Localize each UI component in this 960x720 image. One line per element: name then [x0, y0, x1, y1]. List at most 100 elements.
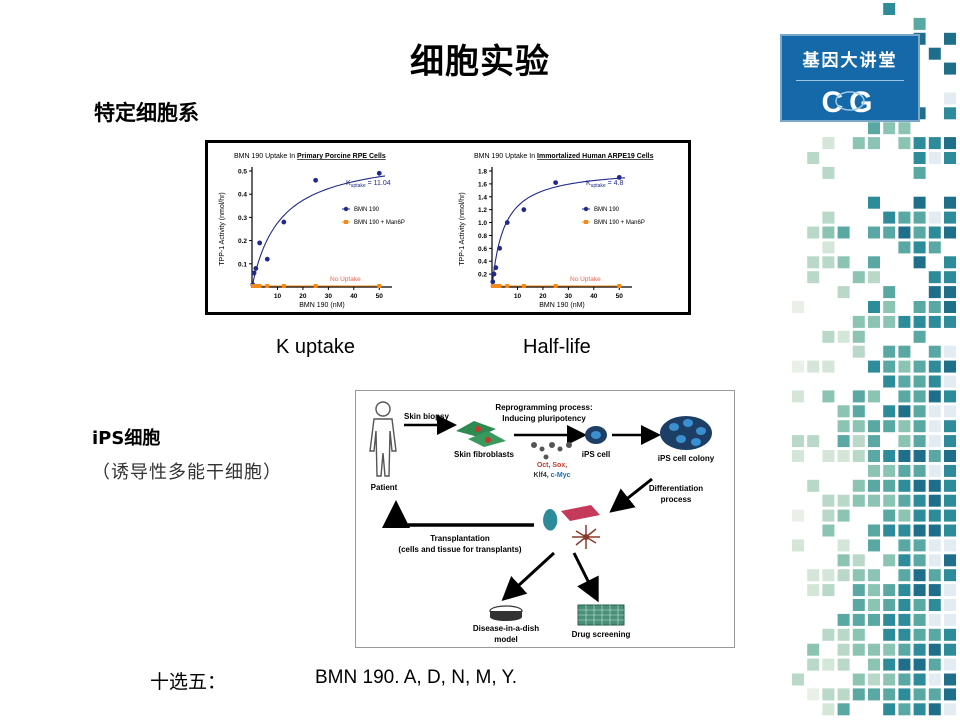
mosaic-square — [868, 464, 880, 477]
mosaic-square — [837, 703, 850, 716]
mosaic-square — [807, 479, 820, 492]
logo-mark-icon: CG — [822, 86, 873, 119]
mosaic-square — [898, 435, 911, 448]
mosaic-square — [913, 628, 926, 641]
chart-y-tick-label: 0.2 — [478, 272, 487, 279]
mosaic-square — [928, 599, 941, 611]
mosaic-square — [928, 539, 941, 552]
chart-no-uptake-label: No Uptake — [570, 276, 601, 283]
mosaic-square — [883, 286, 896, 299]
mosaic-square — [852, 599, 865, 611]
mosaic-square — [822, 584, 835, 597]
chart-y-tick-label: 0.1 — [238, 261, 247, 268]
diagram-reprogramming-line1: Reprogramming process: — [495, 403, 592, 412]
chart-x-tick-label: 10 — [514, 293, 522, 300]
mosaic-square — [928, 688, 941, 701]
slide-title: 细胞实验 — [410, 42, 550, 82]
mosaic-square — [928, 494, 941, 507]
chart-x-tick-label: 30 — [565, 293, 573, 300]
chart-y-tick-label: 0.6 — [478, 246, 487, 253]
mosaic-square — [898, 494, 911, 507]
mosaic-square — [792, 360, 804, 373]
mosaic-square — [868, 613, 880, 626]
mosaic-square — [913, 166, 926, 179]
mosaic-square — [898, 360, 911, 373]
mosaic-square — [898, 688, 911, 701]
mosaic-square — [944, 345, 956, 358]
reprogramming-factors-icon — [531, 442, 572, 460]
diagram-reprogramming-line2: Inducing pluripotency — [502, 414, 586, 423]
mosaic-square — [944, 301, 956, 313]
mosaic-square — [868, 360, 880, 373]
mosaic-square — [928, 464, 941, 477]
mosaic-square — [928, 286, 941, 299]
mosaic-square — [913, 405, 926, 418]
mosaic-square — [868, 450, 880, 462]
mosaic-square — [898, 211, 911, 224]
mosaic-square — [822, 524, 835, 537]
mosaic-square — [913, 420, 926, 433]
chart-y-tick-label: 0.3 — [238, 215, 247, 222]
mosaic-square — [913, 494, 926, 507]
chart-point-bmn190 — [497, 245, 503, 251]
mosaic-square — [852, 315, 865, 328]
mosaic-square — [883, 345, 896, 358]
mosaic-square — [913, 539, 926, 552]
mosaic-square — [883, 122, 896, 135]
mosaic-square — [944, 211, 956, 224]
mosaic-square — [913, 673, 926, 686]
mosaic-square — [837, 688, 850, 701]
mosaic-square — [928, 226, 941, 239]
chart-point-bmn190 — [253, 266, 259, 271]
diagram-patient-label: Patient — [371, 483, 398, 492]
mosaic-square — [928, 241, 941, 254]
mosaic-square — [928, 584, 941, 597]
mosaic-square — [807, 658, 820, 671]
mosaic-square — [852, 554, 865, 567]
chart-title-prefix: BMN 190 Uptake In — [234, 153, 297, 160]
chart-y-tick-label: 1.2 — [478, 207, 487, 214]
diagram-differentiation-line2: process — [661, 495, 692, 504]
mosaic-square — [944, 599, 956, 611]
mosaic-square — [928, 613, 941, 626]
mosaic-square — [944, 62, 956, 75]
mosaic-square — [928, 47, 941, 60]
mosaic-square — [837, 286, 850, 299]
mosaic-square — [898, 539, 911, 552]
mosaic-square — [868, 315, 880, 328]
mosaic-square — [883, 420, 896, 433]
mosaic-square — [928, 479, 941, 492]
mosaic-square — [944, 420, 956, 433]
ips-cell-icon — [585, 426, 607, 444]
chart-y-axis-label: TPP-1 Activity (nmol/hr) — [219, 192, 226, 266]
chart-title-emphasis: Primary Porcine RPE Cells — [297, 153, 386, 160]
mosaic-square — [944, 569, 956, 582]
mosaic-square — [913, 435, 926, 448]
mosaic-square — [852, 688, 865, 701]
mosaic-square — [928, 315, 941, 328]
diagram-factor-klf4: Klf4, — [534, 472, 551, 479]
mosaic-square — [928, 211, 941, 224]
chart-point-man6p — [377, 284, 382, 288]
mosaic-square — [913, 315, 926, 328]
mosaic-square — [822, 256, 835, 269]
chart-x-tick-label: 40 — [350, 293, 358, 300]
mosaic-square — [822, 569, 835, 582]
mosaic-square — [883, 3, 896, 15]
chart-no-uptake-label: No Uptake — [330, 276, 361, 283]
diagram-skin-fibroblasts-label: Skin fibroblasts — [454, 450, 515, 459]
chart-point-bmn190 — [264, 256, 270, 262]
mosaic-square — [898, 599, 911, 611]
chart-point-man6p — [281, 284, 286, 288]
arrow-differentiation — [609, 477, 653, 513]
chart-kuptake-value: = 11.04 — [366, 180, 391, 187]
mosaic-square — [928, 524, 941, 537]
mosaic-square — [944, 152, 956, 164]
mosaic-square — [898, 405, 911, 418]
mosaic-square — [883, 226, 896, 239]
mosaic-square — [944, 32, 956, 45]
mosaic-square — [928, 643, 941, 656]
mosaic-square — [822, 494, 835, 507]
mosaic-square — [944, 256, 956, 269]
mosaic-square — [822, 658, 835, 671]
